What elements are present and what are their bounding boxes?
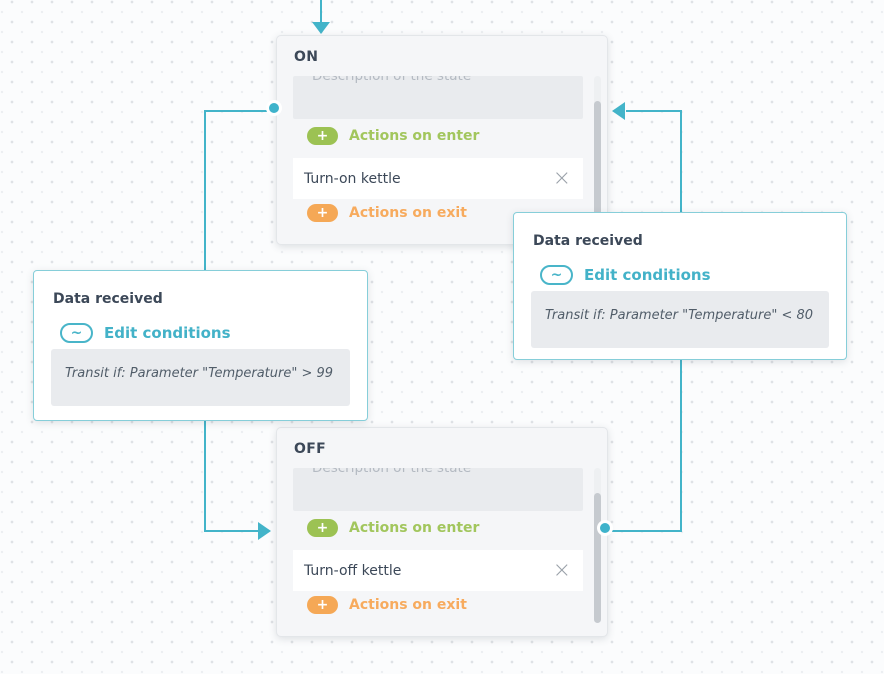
arrowhead-down-icon [312, 22, 330, 34]
scrollbar-thumb[interactable] [594, 101, 601, 231]
state-node-off[interactable]: OFF Description of the state + Actions o… [276, 427, 608, 637]
connection-port-off-right[interactable] [597, 520, 613, 536]
state-description-placeholder: Description of the state [312, 468, 472, 476]
condition-text: Transit if: Parameter "Temperature" > 99 [65, 366, 334, 381]
state-node-on[interactable]: ON Description of the state + Actions on… [276, 35, 608, 245]
connection-line-off-to-on [626, 110, 682, 112]
actions-on-enter-label: Actions on enter [349, 520, 480, 536]
condition-summary: Transit if: Parameter "Temperature" < 80 [531, 291, 829, 348]
connection-line-incoming [320, 0, 322, 23]
add-action-on-enter-button[interactable]: + Actions on enter [307, 127, 479, 145]
edit-conditions-label: Edit conditions [584, 266, 711, 284]
tilde-icon: ~ [540, 265, 573, 285]
condition-text: Transit if: Parameter "Temperature" < 80 [545, 308, 814, 323]
state-title: OFF [294, 441, 326, 457]
plus-icon: + [307, 519, 338, 537]
add-action-on-exit-button[interactable]: + Actions on exit [307, 596, 467, 614]
action-list-item[interactable]: Turn-on kettle × [293, 158, 583, 199]
action-item-label: Turn-off kettle [304, 562, 402, 579]
add-action-on-exit-button[interactable]: + Actions on exit [307, 204, 467, 222]
add-action-on-enter-button[interactable]: + Actions on enter [307, 519, 479, 537]
edit-conditions-button[interactable]: ~ Edit conditions [540, 265, 711, 285]
plus-icon: + [307, 596, 338, 614]
remove-action-icon[interactable]: × [552, 165, 571, 191]
transition-title: Data received [533, 233, 643, 249]
connection-line-on-to-off [204, 530, 259, 532]
connection-port-on-left[interactable] [266, 100, 282, 116]
arrowhead-right-icon [258, 522, 271, 540]
action-list-item[interactable]: Turn-off kettle × [293, 550, 583, 591]
actions-on-enter-label: Actions on enter [349, 128, 480, 144]
tilde-icon: ~ [60, 323, 93, 343]
state-description-input[interactable]: Description of the state [293, 76, 583, 119]
transition-node-temp-above-99[interactable]: Data received ~ Edit conditions Transit … [33, 270, 368, 421]
scrollbar-thumb[interactable] [594, 493, 601, 623]
scrollbar[interactable] [594, 76, 601, 231]
edit-conditions-label: Edit conditions [104, 324, 231, 342]
plus-icon: + [307, 127, 338, 145]
edit-conditions-button[interactable]: ~ Edit conditions [60, 323, 231, 343]
arrowhead-left-icon [612, 102, 625, 120]
actions-on-exit-label: Actions on exit [349, 205, 467, 221]
plus-icon: + [307, 204, 338, 222]
connection-line-off-to-on [608, 530, 682, 532]
state-title: ON [294, 49, 319, 65]
condition-summary: Transit if: Parameter "Temperature" > 99 [51, 349, 350, 406]
actions-on-exit-label: Actions on exit [349, 597, 467, 613]
action-item-label: Turn-on kettle [304, 170, 401, 187]
state-description-input[interactable]: Description of the state [293, 468, 583, 511]
transition-node-temp-below-80[interactable]: Data received ~ Edit conditions Transit … [513, 212, 847, 360]
scrollbar[interactable] [594, 468, 601, 623]
transition-title: Data received [53, 291, 163, 307]
remove-action-icon[interactable]: × [552, 557, 571, 583]
connection-line-on-to-off [204, 110, 277, 112]
state-description-placeholder: Description of the state [312, 76, 472, 84]
